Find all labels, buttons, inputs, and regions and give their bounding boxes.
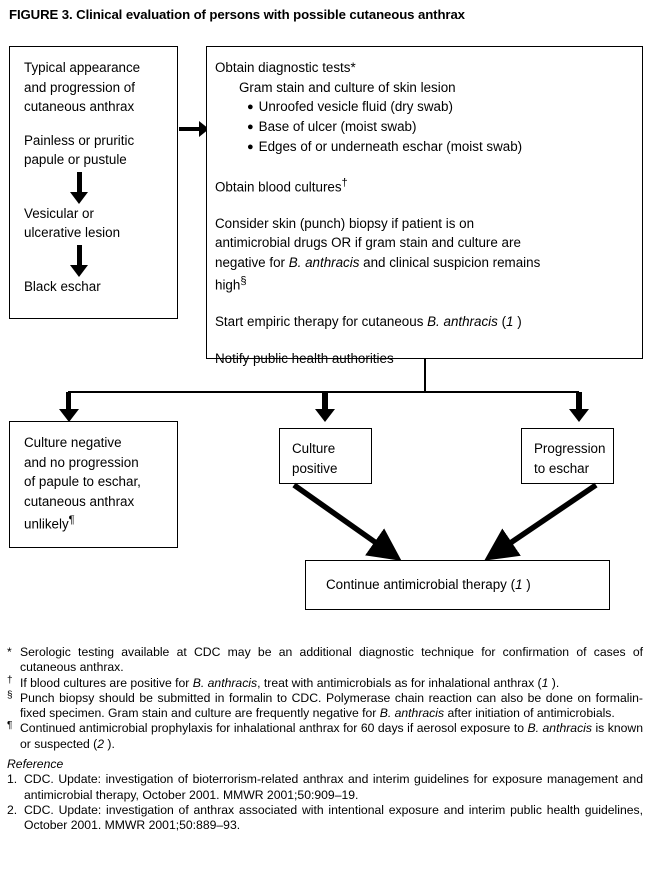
connector-stem (424, 359, 426, 392)
culture-positive-line-2: positive (292, 460, 338, 476)
footnote-marker-pilcrow: ¶ (68, 514, 75, 526)
progression-stage1-line1: Painless or pruritic (24, 132, 135, 148)
continue-therapy-text: Continue antimicrobial therapy (1 ) (326, 577, 531, 593)
progression-stage3: Black eschar (24, 278, 101, 294)
spacer (215, 295, 642, 312)
footnote-marker: § (7, 689, 13, 701)
spacer (215, 157, 642, 174)
arrow-right-head-icon (199, 121, 209, 137)
box-progression-to-eschar: Progression to eschar (521, 428, 614, 484)
footnote-text: is known or suspected ( (20, 721, 643, 751)
footnotes-section: * Serologic testing available at CDC may … (7, 645, 643, 834)
reference-number: 2. (7, 802, 18, 817)
box-culture-positive: Culture positive (279, 428, 372, 484)
footnote-text: Punch biopsy should be submitted in form… (20, 690, 643, 721)
reference-heading: Reference (7, 757, 64, 772)
box-obtain-diagnostic-tests: Obtain diagnostic tests* Gram stain and … (206, 46, 643, 366)
diagnostics-biopsy-line-1: Consider skin (punch) biopsy if patient … (215, 215, 475, 231)
culture-negative-line-5: unlikely¶ (24, 514, 75, 532)
diagnostics-bullet-3: ●Edges of or underneath eschar (moist sw… (247, 139, 523, 154)
bullet-icon: ● (247, 100, 254, 113)
progression-line-1: Typical appearance (24, 60, 141, 75)
culture-negative-line-1: Culture negative (24, 435, 122, 450)
footnote-item: † If blood cultures are positive for B. a… (7, 674, 643, 691)
diagnostics-bullet-1: ●Unroofed vesicle fluid (dry swab) (247, 99, 453, 114)
footnote-list: * Serologic testing available at CDC may … (7, 645, 643, 752)
progression-line-2: and progression of (24, 79, 135, 95)
diagnostics-blood-cultures: Obtain blood cultures† (215, 177, 348, 195)
diagnostics-heading: Obtain diagnostic tests* (215, 60, 356, 75)
box-culture-negative: Culture negative and no progression of p… (9, 421, 178, 548)
diagnostics-empiric-therapy: Start empiric therapy for cutaneous B. a… (215, 314, 522, 330)
spacer (24, 117, 177, 131)
page-title: FIGURE 3. Clinical evaluation of persons… (9, 7, 465, 22)
reference-number: 1. (7, 772, 18, 787)
footnote-text: 2 (97, 736, 105, 751)
culture-negative-line-3: of papule to eschar, (24, 474, 141, 489)
footnote-marker-section: § (240, 275, 247, 288)
footnote-marker: † (7, 674, 13, 686)
down-arrow-icon (24, 170, 177, 204)
diagnostics-bullet-2: ●Base of ulcer (moist swab) (247, 119, 417, 134)
footnote-marker: ¶ (7, 720, 13, 732)
progression-eschar-line-2: to eschar (534, 460, 590, 476)
footnote-text: ). (548, 675, 560, 690)
diagnostics-biopsy-line-2: antimicrobial drugs OR if gram stain and… (215, 235, 521, 251)
culture-negative-line-4: cutaneous anthrax (24, 493, 135, 509)
footnote-text: B. anthracis (527, 721, 592, 736)
arrow-progression-to-therapy (484, 482, 598, 561)
progression-stage2-line1: Vesicular or (24, 205, 94, 221)
diagnostics-sub-1: Gram stain and culture of skin lesion (239, 79, 456, 95)
reference-list: 1. CDC. Update: investigation of bioterro… (7, 772, 643, 833)
footnote-text: ). (104, 736, 115, 751)
footnote-text: B. anthracis (379, 706, 445, 721)
footnote-text: B. anthracis (192, 675, 258, 690)
culture-negative-line-2: and no progression (24, 454, 139, 470)
footnote-text: after initiation of antimicrobials. (444, 706, 615, 721)
footnote-text: 1 (541, 675, 549, 690)
footnote-item: * Serologic testing available at CDC may … (7, 645, 643, 676)
down-arrow-icon (24, 243, 177, 277)
progression-stage2-line2: ulcerative lesion (24, 225, 121, 240)
diagnostics-biopsy-line-3: negative for B. anthracis and clinical s… (215, 254, 541, 270)
reference-text: CDC. Update: investigation of bioterrori… (24, 772, 643, 802)
arrow-culture-positive-to-therapy (292, 482, 402, 561)
reference-item: 2. CDC. Update: investigation of anthrax … (7, 803, 643, 834)
bullet-icon: ● (247, 120, 254, 133)
box-continue-antimicrobial-therapy: Continue antimicrobial therapy (1 ) (305, 560, 610, 610)
culture-positive-line-1: Culture (292, 441, 336, 456)
footnote-item: § Punch biopsy should be submitted in for… (7, 689, 643, 722)
progression-line-3: cutaneous anthrax (24, 99, 135, 114)
arrow-right-icon (179, 126, 201, 131)
spacer (215, 332, 642, 349)
footnote-text: Continued antimicrobial prophylaxis for … (20, 721, 528, 736)
bullet-icon: ● (247, 140, 254, 153)
footnote-marker-dagger: † (341, 177, 348, 189)
box-typical-progression: Typical appearance and progression of cu… (9, 46, 178, 319)
footnote-marker: * (7, 645, 12, 659)
diagnostics-notify: Notify public health authorities (215, 350, 394, 366)
progression-stage1-line2: papule or pustule (24, 152, 127, 167)
reference-text: CDC. Update: investigation of anthrax as… (24, 802, 643, 833)
footnote-text: If blood cultures are positive for (20, 675, 193, 690)
spacer (215, 197, 642, 214)
reference-item: 1. CDC. Update: investigation of bioterro… (7, 772, 643, 803)
footnote-text: Serologic testing available at CDC may b… (20, 645, 643, 675)
progression-eschar-line-1: Progression (534, 441, 606, 456)
footnote-item: ¶ Continued antimicrobial prophylaxis for… (7, 720, 643, 752)
diagnostics-biopsy-line-4: high§ (215, 275, 247, 293)
footnote-text: , treat with antimicrobials as for inhal… (257, 675, 542, 690)
